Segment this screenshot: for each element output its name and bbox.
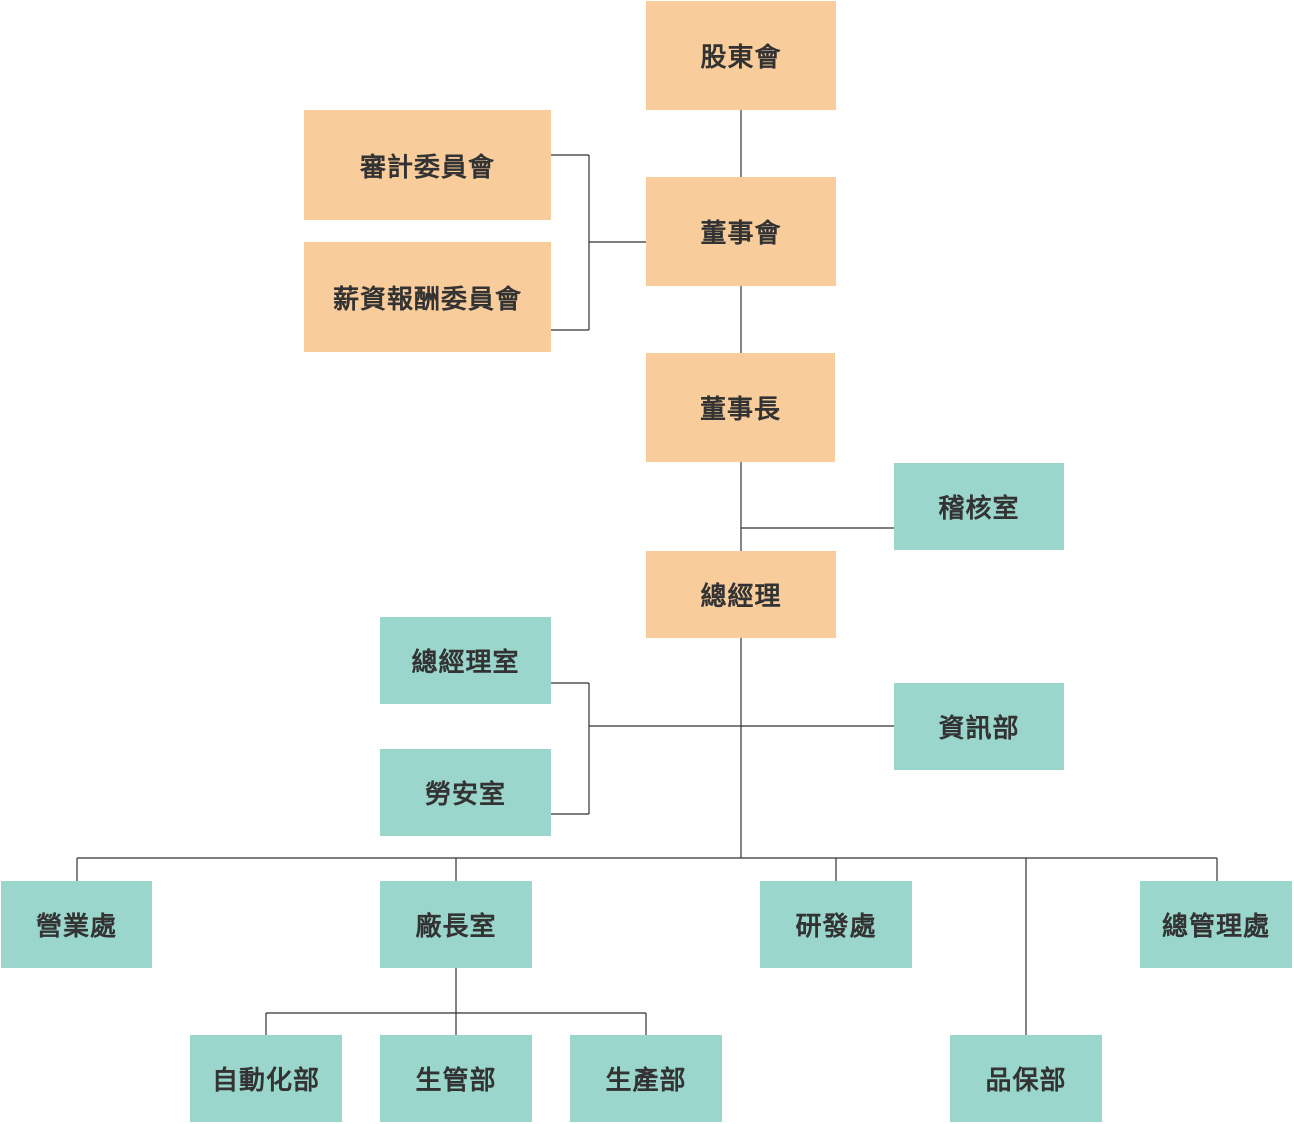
node-label: 股東會 bbox=[700, 43, 782, 73]
node-label: 自動化部 bbox=[211, 1066, 320, 1096]
node-board: 董事會 bbox=[646, 177, 836, 286]
node-chairman: 董事長 bbox=[646, 353, 835, 462]
node-general-manager: 總經理 bbox=[646, 551, 836, 638]
node-it-department: 資訊部 bbox=[894, 683, 1064, 770]
node-label: 生產部 bbox=[605, 1066, 687, 1096]
node-label: 生管部 bbox=[415, 1066, 497, 1096]
node-label: 資訊部 bbox=[938, 714, 1020, 744]
node-label: 總經理 bbox=[700, 582, 782, 612]
node-automation-department: 自動化部 bbox=[190, 1035, 342, 1122]
node-gm-office: 總經理室 bbox=[380, 617, 551, 704]
node-label: 廠長室 bbox=[415, 912, 497, 942]
node-label: 薪資報酬委員會 bbox=[332, 284, 522, 315]
node-audit-committee: 審計委員會 bbox=[304, 110, 551, 220]
node-sales-division: 營業處 bbox=[1, 881, 152, 968]
node-label: 總管理處 bbox=[1161, 912, 1270, 942]
node-label: 審計委員會 bbox=[359, 152, 495, 183]
node-general-admin-division: 總管理處 bbox=[1140, 881, 1292, 968]
node-label: 董事會 bbox=[700, 219, 782, 249]
node-label: 營業處 bbox=[35, 912, 117, 942]
node-quality-assurance-department: 品保部 bbox=[950, 1035, 1102, 1122]
node-production-department: 生產部 bbox=[570, 1035, 722, 1122]
node-label: 總經理室 bbox=[411, 648, 520, 678]
node-label: 研發處 bbox=[795, 912, 877, 942]
node-label: 稽核室 bbox=[938, 494, 1020, 524]
node-audit-office: 稽核室 bbox=[894, 463, 1064, 550]
node-shareholders: 股東會 bbox=[646, 1, 836, 110]
node-production-control-department: 生管部 bbox=[380, 1035, 532, 1122]
node-compensation-committee: 薪資報酬委員會 bbox=[304, 242, 551, 352]
node-labor-safety-office: 勞安室 bbox=[380, 749, 551, 836]
node-plant-manager-office: 廠長室 bbox=[380, 881, 532, 968]
node-rd-division: 研發處 bbox=[760, 881, 912, 968]
node-label: 品保部 bbox=[985, 1066, 1067, 1096]
node-label: 勞安室 bbox=[424, 780, 506, 810]
node-label: 董事長 bbox=[699, 395, 781, 425]
